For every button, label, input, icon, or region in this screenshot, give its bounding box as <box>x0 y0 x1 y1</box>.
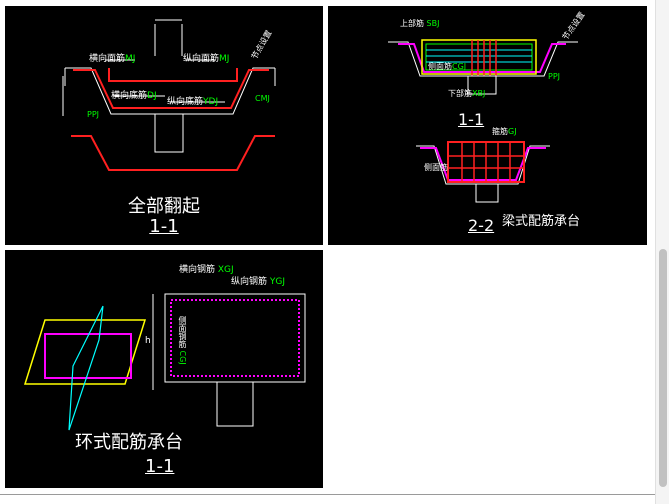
full-flip-section-drawing <box>62 19 276 171</box>
bottom-border <box>0 494 655 495</box>
panel1-section: 1-1 <box>149 216 179 237</box>
label-heng-mian: 横向面筋MJ <box>89 54 136 64</box>
label-ppj: PPJ <box>548 72 561 81</box>
label-heng-di: 横向底筋DJ <box>111 91 157 101</box>
label-heng-bar: 横向钢筋 XGJ <box>179 265 234 275</box>
panel1-caption: 全部翻起 <box>128 196 200 217</box>
scrollbar-thumb[interactable] <box>659 249 667 487</box>
label-side-bar2: 侧面筋 <box>424 163 448 172</box>
label-bottom-bar: 下部筋XBJ <box>448 89 486 98</box>
ring-cap-section-drawing <box>23 293 306 431</box>
label-stirrup: 箍筋GJ <box>492 127 517 136</box>
label-cmj: CMJ <box>255 94 270 103</box>
label-top-bar: 上部筋 SBJ <box>400 19 440 28</box>
drawing-panel-ring-cap: 横向钢筋 XGJ 纵向钢筋 YGJ 侧面钢筋 CGJ h 环式配筋承台 1-1 <box>5 250 323 488</box>
panel2-caption: 梁式配筋承台 <box>502 214 581 229</box>
panel2-section-top: 1-1 <box>458 110 485 129</box>
drawing-panel-full-flip: 横向面筋MJ 纵向面筋MJ 横向底筋DJ 纵向底筋YDJ CMJ PPJ 节点设… <box>5 6 323 245</box>
label-side-bar: 侧面筋CGJ <box>428 62 467 71</box>
panel3-section: 1-1 <box>145 456 175 477</box>
label-zong-mian: 纵向面筋MJ <box>183 54 230 64</box>
panel3-caption: 环式配筋承台 <box>75 432 183 453</box>
label-ppj: PPJ <box>87 110 100 119</box>
beam-cap-section-drawing <box>388 39 578 203</box>
label-zong-bar: 纵向钢筋 YGJ <box>231 277 286 287</box>
label-side-bar: 侧面钢筋 CGJ <box>178 316 187 365</box>
drawing-panel-beam-cap: 上部筋 SBJ 侧面筋CGJ 下部筋XBJ PPJ 节点设置 1-1 箍筋GJ … <box>328 6 647 245</box>
label-zong-di: 纵向底筋YDJ <box>167 97 219 107</box>
panel2-section-bottom: 2-2 <box>468 216 495 235</box>
vertical-scrollbar[interactable] <box>655 0 669 504</box>
label-h: h <box>145 336 151 346</box>
